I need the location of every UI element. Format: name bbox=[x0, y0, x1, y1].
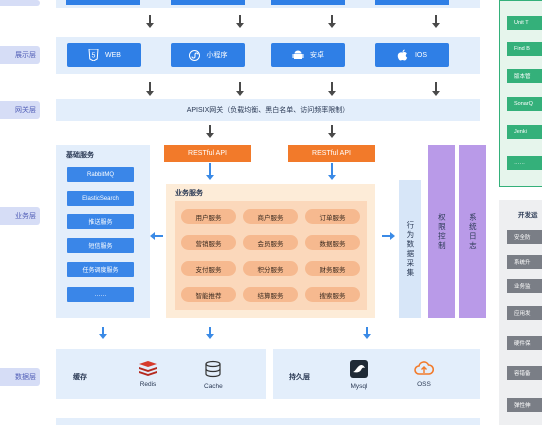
down-arrow bbox=[328, 125, 336, 138]
right-top-item[interactable]: 版本管 bbox=[507, 69, 542, 83]
base-services-title: 基础服务 bbox=[66, 152, 94, 159]
business-service-item[interactable]: 结算服务 bbox=[243, 287, 298, 302]
business-service-item[interactable]: 支付服务 bbox=[181, 261, 236, 276]
top-partial-box bbox=[271, 0, 345, 5]
business-service-item[interactable]: 搜索服务 bbox=[305, 287, 360, 302]
business-services-title: 业务服务 bbox=[175, 190, 203, 197]
oss-label: OSS bbox=[417, 381, 431, 388]
business-service-item[interactable]: 订单服务 bbox=[305, 209, 360, 224]
base-service-item[interactable]: 任务调度服务 bbox=[67, 262, 134, 277]
down-arrow bbox=[206, 125, 214, 138]
redis-label: Redis bbox=[139, 381, 157, 388]
base-service-item[interactable]: 推送服务 bbox=[67, 214, 134, 229]
mysql-item[interactable]: Mysql bbox=[350, 360, 368, 390]
down-arrow bbox=[328, 15, 336, 28]
apple-icon bbox=[397, 49, 409, 61]
gateway-layer-label: 网关层 bbox=[0, 101, 40, 119]
right-bottom-item[interactable]: 业务监 bbox=[507, 279, 542, 293]
platform-web-button[interactable]: 5 WEB bbox=[67, 43, 141, 67]
right-top-item[interactable]: SonarQ bbox=[507, 97, 542, 111]
down-arrow bbox=[99, 327, 107, 339]
cache-title: 缓存 bbox=[73, 374, 87, 381]
down-arrow bbox=[146, 82, 154, 96]
top-partial-box bbox=[171, 0, 245, 5]
cloud-icon bbox=[414, 360, 435, 378]
redis-item[interactable]: Redis bbox=[138, 360, 158, 388]
right-bottom-item[interactable]: 弹性伸 bbox=[507, 398, 542, 412]
right-top-item[interactable]: Unit T bbox=[507, 16, 542, 30]
base-service-item[interactable]: 短信服务 bbox=[67, 238, 134, 253]
business-service-item[interactable]: 会员服务 bbox=[243, 235, 298, 250]
business-service-item[interactable]: 智能推荐 bbox=[181, 287, 236, 302]
business-service-item[interactable]: 营销服务 bbox=[181, 235, 236, 250]
right-top-item[interactable]: Find B bbox=[507, 42, 542, 56]
right-bottom-item[interactable]: 硬件保 bbox=[507, 336, 542, 350]
platform-label: 安卓 bbox=[310, 52, 324, 59]
system-log-column: 系统日志 bbox=[459, 145, 486, 318]
miniprogram-icon bbox=[189, 49, 201, 61]
top-partial-band bbox=[56, 0, 480, 8]
top-partial-box bbox=[375, 0, 449, 5]
platform-miniprogram-button[interactable]: 小程序 bbox=[171, 43, 245, 67]
business-service-item[interactable]: 数据服务 bbox=[305, 235, 360, 250]
down-arrow bbox=[236, 15, 244, 28]
behavior-data-column: 行为数据采集 bbox=[399, 180, 421, 318]
bottom-partial-band bbox=[56, 418, 480, 425]
base-service-item[interactable]: RabbitMQ bbox=[67, 167, 134, 182]
restful-api-right-button[interactable]: RESTful API bbox=[288, 145, 375, 162]
platform-ios-button[interactable]: IOS bbox=[375, 43, 449, 67]
down-arrow bbox=[432, 15, 440, 28]
restful-api-left-button[interactable]: RESTful API bbox=[164, 145, 251, 162]
business-service-item[interactable]: 财务服务 bbox=[305, 261, 360, 276]
oss-item[interactable]: OSS bbox=[414, 360, 435, 388]
down-arrow bbox=[206, 163, 214, 180]
down-arrow bbox=[236, 82, 244, 96]
presentation-layer-label: 展示层 bbox=[0, 46, 40, 64]
redis-icon bbox=[138, 360, 158, 378]
right-bottom-item[interactable]: 容错备 bbox=[507, 366, 542, 380]
right-bottom-item[interactable]: 安全防 bbox=[507, 230, 542, 244]
permission-control-column: 权限控制 bbox=[428, 145, 455, 318]
gateway-label: APISIX网关（负载均衡、黑白名单、访问频率限制） bbox=[186, 107, 350, 114]
top-partial-box bbox=[66, 0, 140, 5]
svg-text:5: 5 bbox=[91, 53, 95, 60]
business-service-item[interactable]: 商户服务 bbox=[243, 209, 298, 224]
base-service-item[interactable]: …… bbox=[67, 287, 134, 302]
mysql-label: Mysql bbox=[350, 383, 368, 390]
right-bottom-item[interactable]: 系统升 bbox=[507, 255, 542, 269]
mysql-icon bbox=[350, 360, 368, 380]
data-layer-label: 数据层 bbox=[0, 368, 40, 386]
gateway-band: APISIX网关（负载均衡、黑白名单、访问频率限制） bbox=[56, 99, 480, 121]
right-top-item[interactable]: Jenki bbox=[507, 125, 542, 139]
down-arrow bbox=[432, 82, 440, 96]
platform-android-button[interactable]: 安卓 bbox=[271, 43, 345, 67]
android-icon bbox=[292, 49, 304, 61]
down-arrow bbox=[206, 327, 214, 339]
down-arrow bbox=[328, 82, 336, 96]
cache-item[interactable]: Cache bbox=[204, 360, 223, 390]
right-bottom-title: 开发运 bbox=[518, 212, 538, 219]
right-bottom-item[interactable]: 应用发 bbox=[507, 306, 542, 320]
right-top-panel-bg bbox=[499, 0, 542, 187]
persist-panel bbox=[273, 349, 480, 399]
platform-label: IOS bbox=[414, 51, 428, 59]
down-arrow bbox=[363, 327, 371, 339]
cache-label: Cache bbox=[204, 383, 223, 390]
platform-label: 小程序 bbox=[206, 52, 228, 59]
business-service-item[interactable]: 用户服务 bbox=[181, 209, 236, 224]
down-arrow bbox=[146, 15, 154, 28]
down-arrow bbox=[328, 163, 336, 180]
left-arrow bbox=[150, 232, 163, 240]
right-top-item[interactable]: …… bbox=[507, 156, 542, 170]
base-service-item[interactable]: ElasticSearch bbox=[67, 191, 134, 206]
database-icon bbox=[204, 360, 222, 380]
platform-label: WEB bbox=[105, 51, 121, 59]
persist-title: 持久层 bbox=[289, 374, 310, 381]
html5-icon: 5 bbox=[87, 49, 99, 61]
business-layer-label: 业务层 bbox=[0, 207, 40, 225]
right-arrow bbox=[382, 232, 395, 240]
business-service-item[interactable]: 积分服务 bbox=[243, 261, 298, 276]
cache-panel bbox=[56, 349, 266, 399]
top-layer-label bbox=[0, 0, 40, 6]
